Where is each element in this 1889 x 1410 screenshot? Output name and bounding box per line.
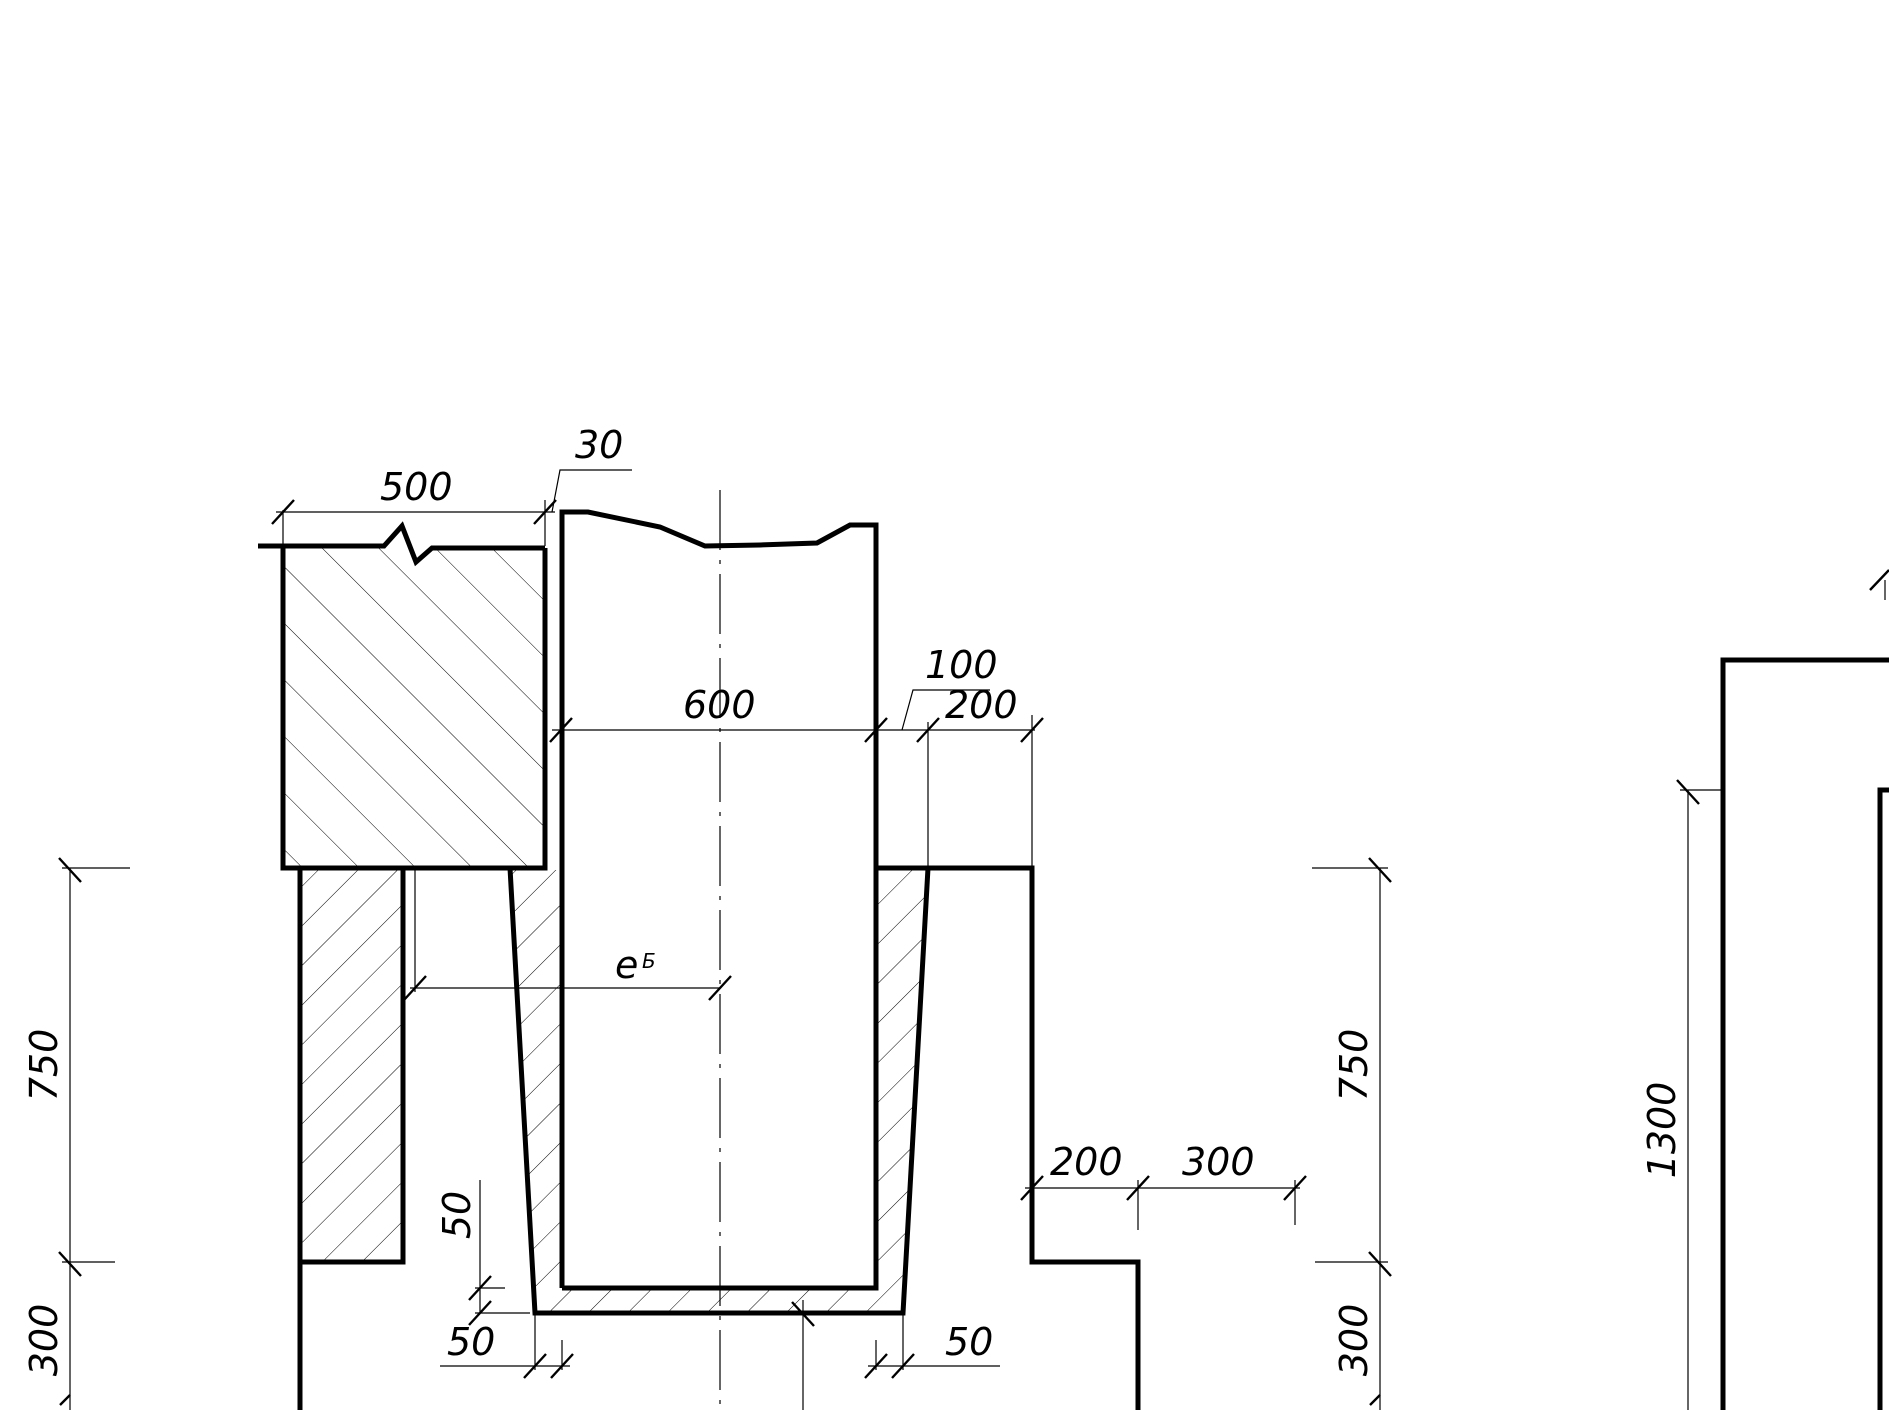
left-wall-hatch [300, 870, 403, 1262]
dim-600: 600 [683, 683, 756, 727]
dim-300-right: 300 [1332, 1304, 1376, 1377]
far-right-outline [1720, 657, 1889, 1410]
dim-eccentricity-sub: Б [642, 949, 656, 973]
dim-500: 500 [380, 465, 453, 509]
column-outline [559, 509, 879, 1291]
dim-200-step: 200 [1050, 1140, 1123, 1184]
wall-block-outline [280, 548, 548, 871]
dim-750-left: 750 [22, 1029, 66, 1102]
dim-200-top: 200 [945, 683, 1018, 727]
dimension-ticks [58, 499, 1889, 1406]
dim-50-right: 50 [945, 1320, 993, 1364]
dim-30: 30 [575, 423, 623, 467]
dim-100: 100 [925, 643, 998, 687]
outlines [258, 509, 1889, 1410]
dim-300-step: 300 [1182, 1140, 1255, 1184]
foundation-right-step [876, 865, 1141, 1410]
far-right-inner [1877, 787, 1889, 1410]
dim-50-vertical: 50 [435, 1191, 479, 1239]
dim-50-left: 50 [447, 1320, 495, 1364]
socket-grout-hatch [510, 870, 928, 1313]
dim-300-left: 300 [22, 1304, 66, 1377]
dim-1300: 1300 [1640, 1082, 1684, 1179]
dimension-labels: 500 30 600 100 200 e Б 200 300 50 50 750… [22, 423, 1684, 1376]
wall-block-hatch [283, 546, 545, 868]
socket-left-wall [507, 867, 931, 1316]
wall-block-top-outline [258, 521, 545, 567]
left-lower-wall [297, 865, 406, 1410]
dim-750-right: 750 [1332, 1029, 1376, 1102]
hatched-regions [283, 546, 928, 1313]
dim-eccentricity: e [615, 943, 638, 987]
